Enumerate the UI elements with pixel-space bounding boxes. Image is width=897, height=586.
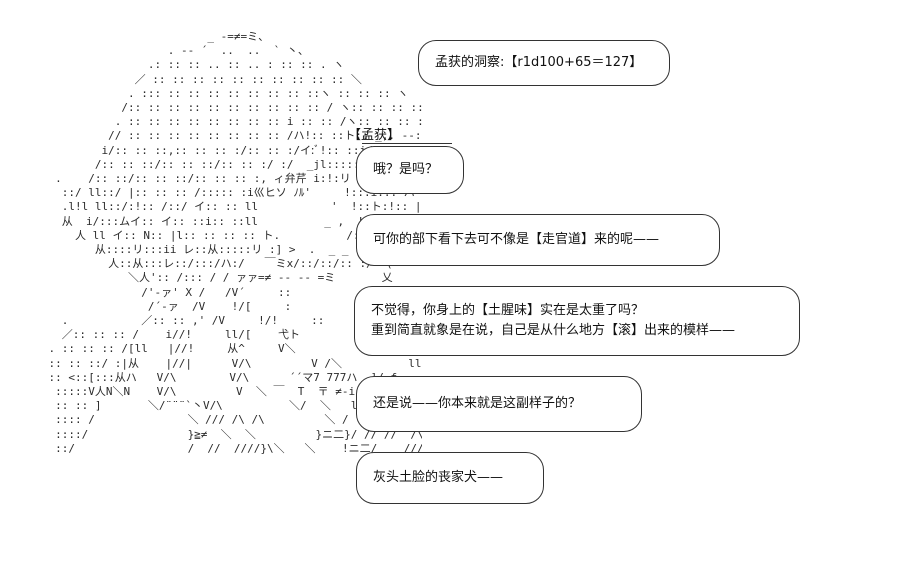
dialogue-bubble-5: 灰头土脸的丧家犬—— <box>356 452 544 504</box>
art-line: :::::V人N＼N V/\ V ＼ ￣ T 〒 ≠‐i.リ | 乂 <box>22 385 404 399</box>
art-line: . ／:: :: ,' /V !/! :: i f <box>22 314 422 328</box>
dialogue-line: 可你的部下看下去可不像是【走官道】来的呢—— <box>373 232 660 247</box>
art-line: 人::从:::レ::/:::/ハ:/ ￣ミx/::/::/:: :/ ( <box>22 257 393 271</box>
dialogue-bubble-3: 不觉得，你身上的【土腥味】实在是太重了吗？ 重到简直就象是在说，自己是从什么地方… <box>354 286 800 356</box>
dialogue-line: 不觉得，你身上的【土腥味】实在是太重了吗？ <box>371 303 645 318</box>
art-line: .: :: :: .. :: .. : :: :: . ヽ <box>22 58 345 72</box>
art-line: . -‐ ´ .. .. ` 丶、 <box>22 44 309 58</box>
dialogue-line: 重到简直就象是在说，自己是从什么地方【滚】出来的模样—— <box>371 323 736 338</box>
art-line: ／ :: :: :: :: :: :: :: :: :: :: ＼ <box>22 72 362 86</box>
art-line: _ ‐=≠=ミ、 <box>22 30 270 43</box>
dialogue-bubble-1: 哦？是吗？ <box>356 146 464 194</box>
speaker-label: 【孟获】 <box>348 128 401 143</box>
art-line: // :: :: :: :: :: :: :: :: /ハ!:: ::ト:: _… <box>108 129 422 143</box>
art-line: .l!l ll::/:!:: /::/ イ:: :: ll ' !::ト:!::… <box>22 200 422 214</box>
art-line: :: <::[:::从ハ V/\ V/\ ´´マ7 777ハ ]/ f <box>22 370 398 384</box>
dialogue-line: 哦？是吗？ <box>373 162 439 177</box>
art-line: . ::: :: :: :: :: :: :: :: ::ヽ :: :: :: … <box>22 86 409 100</box>
caption-box: 孟获的洞察:【r1d100+65＝127】 <box>418 40 670 86</box>
art-line: :: :: ::/ :|从 |//| V/\ V /＼ ll V// <box>22 356 422 370</box>
speaker-underline <box>362 143 452 144</box>
art-line: ＼人':: /::: / / ァァ=≠ -- -- =ミ 乂 <box>22 271 393 285</box>
art-line: /:: :: :: :: :: :: :: :: :: :: / ヽ:: :: … <box>22 101 422 115</box>
art-line: . :: :: :: :: :: :: :: :: i :: :: /ヽ:: :… <box>22 115 422 129</box>
art-line: /'‐ァ' X / /V´ :: <box>22 285 292 299</box>
art-line: ::/ / // ////}\＼ ＼ !ニ二/ /// / / ＼// 〉 <box>55 441 422 455</box>
art-line: ::/ ll::/ |:: :: :: /::::: :i巛ヒソ ﾉﾙ' !::… <box>22 186 415 200</box>
art-line: /´‐ァ /V !/[ : f <box>22 299 418 313</box>
art-line: ::::/ }≧≠ ＼ ＼ }ニ二}/ // // /\ // /\ <box>55 427 422 441</box>
dialogue-bubble-2: 可你的部下看下去可不像是【走官道】来的呢—— <box>356 214 720 266</box>
caption-text: 孟获的洞察:【r1d100+65＝127】 <box>435 55 643 70</box>
dialogue-bubble-4: 还是说——你本来就是这副样子的？ <box>356 376 642 432</box>
dialogue-line: 还是说——你本来就是这副样子的？ <box>373 396 582 411</box>
dialogue-line: 灰头土脸的丧家犬—— <box>373 470 504 485</box>
